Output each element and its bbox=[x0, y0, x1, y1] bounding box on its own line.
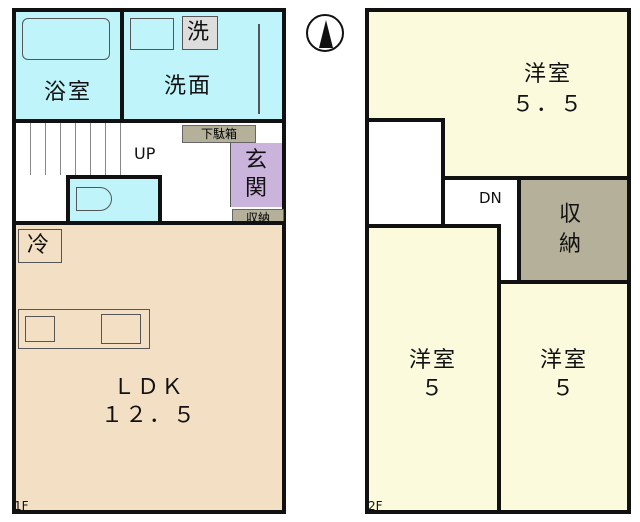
kitchen-counter bbox=[18, 309, 150, 349]
fridge: 冷 bbox=[18, 229, 62, 263]
label-laundry: 洗 bbox=[187, 20, 212, 45]
label-room-a: 洋室 bbox=[523, 62, 572, 87]
floor-2f: 洋室 ５．５ DN 収納 洋室 ５ 洋室 ５ bbox=[363, 6, 633, 514]
label-bath: 浴室 bbox=[43, 80, 92, 105]
label-ldk-size: １２．５ bbox=[100, 403, 197, 428]
stove-icon bbox=[25, 316, 55, 342]
shelf-icon bbox=[258, 24, 260, 114]
shoe-box: 下駄箱 bbox=[182, 125, 256, 143]
label-storage-2f: 収納 bbox=[559, 202, 584, 257]
toilet-icon bbox=[76, 187, 112, 211]
room-ldk: 冷 ＬＤＫ １２．５ bbox=[12, 221, 286, 514]
label-room-a-size: ５．５ bbox=[511, 92, 584, 117]
label-fridge: 冷 bbox=[27, 233, 52, 258]
stairs-icon bbox=[16, 123, 126, 175]
north-arrow-icon bbox=[306, 14, 344, 52]
room-entrance: 玄関 bbox=[230, 143, 282, 207]
label-1f: 1F bbox=[14, 499, 29, 513]
label-2f: 2F bbox=[368, 499, 383, 513]
label-dn: DN bbox=[479, 189, 502, 207]
stairs-2f bbox=[365, 118, 445, 228]
room-washroom: 洗 洗面 bbox=[120, 8, 286, 123]
label-entrance: 玄関 bbox=[245, 148, 270, 201]
room-western-5-left: 洋室 ５ bbox=[365, 224, 501, 514]
label-room-b-size: ５ bbox=[420, 376, 445, 401]
label-washroom: 洗面 bbox=[164, 74, 213, 99]
sink-icon bbox=[130, 18, 174, 50]
room-bath: 浴室 bbox=[12, 8, 124, 123]
room-toilet bbox=[66, 175, 162, 225]
kitchen-sink-icon bbox=[101, 314, 141, 344]
label-up: UP bbox=[134, 144, 156, 163]
bathtub-icon bbox=[22, 18, 110, 60]
hall: UP 下駄箱 玄関 収納 bbox=[12, 119, 286, 227]
label-room-c-size: ５ bbox=[551, 376, 576, 401]
room-western-5-right: 洋室 ５ bbox=[497, 280, 631, 514]
label-room-b: 洋室 bbox=[408, 348, 457, 373]
storage-2f: 収納 bbox=[517, 176, 631, 284]
floor-1f: 浴室 洗 洗面 UP 下駄箱 玄関 収納 冷 ＬＤＫ １２．５ bbox=[10, 6, 288, 514]
laundry-space: 洗 bbox=[182, 16, 218, 50]
label-ldk: ＬＤＫ bbox=[112, 375, 185, 400]
label-room-c: 洋室 bbox=[539, 348, 588, 373]
